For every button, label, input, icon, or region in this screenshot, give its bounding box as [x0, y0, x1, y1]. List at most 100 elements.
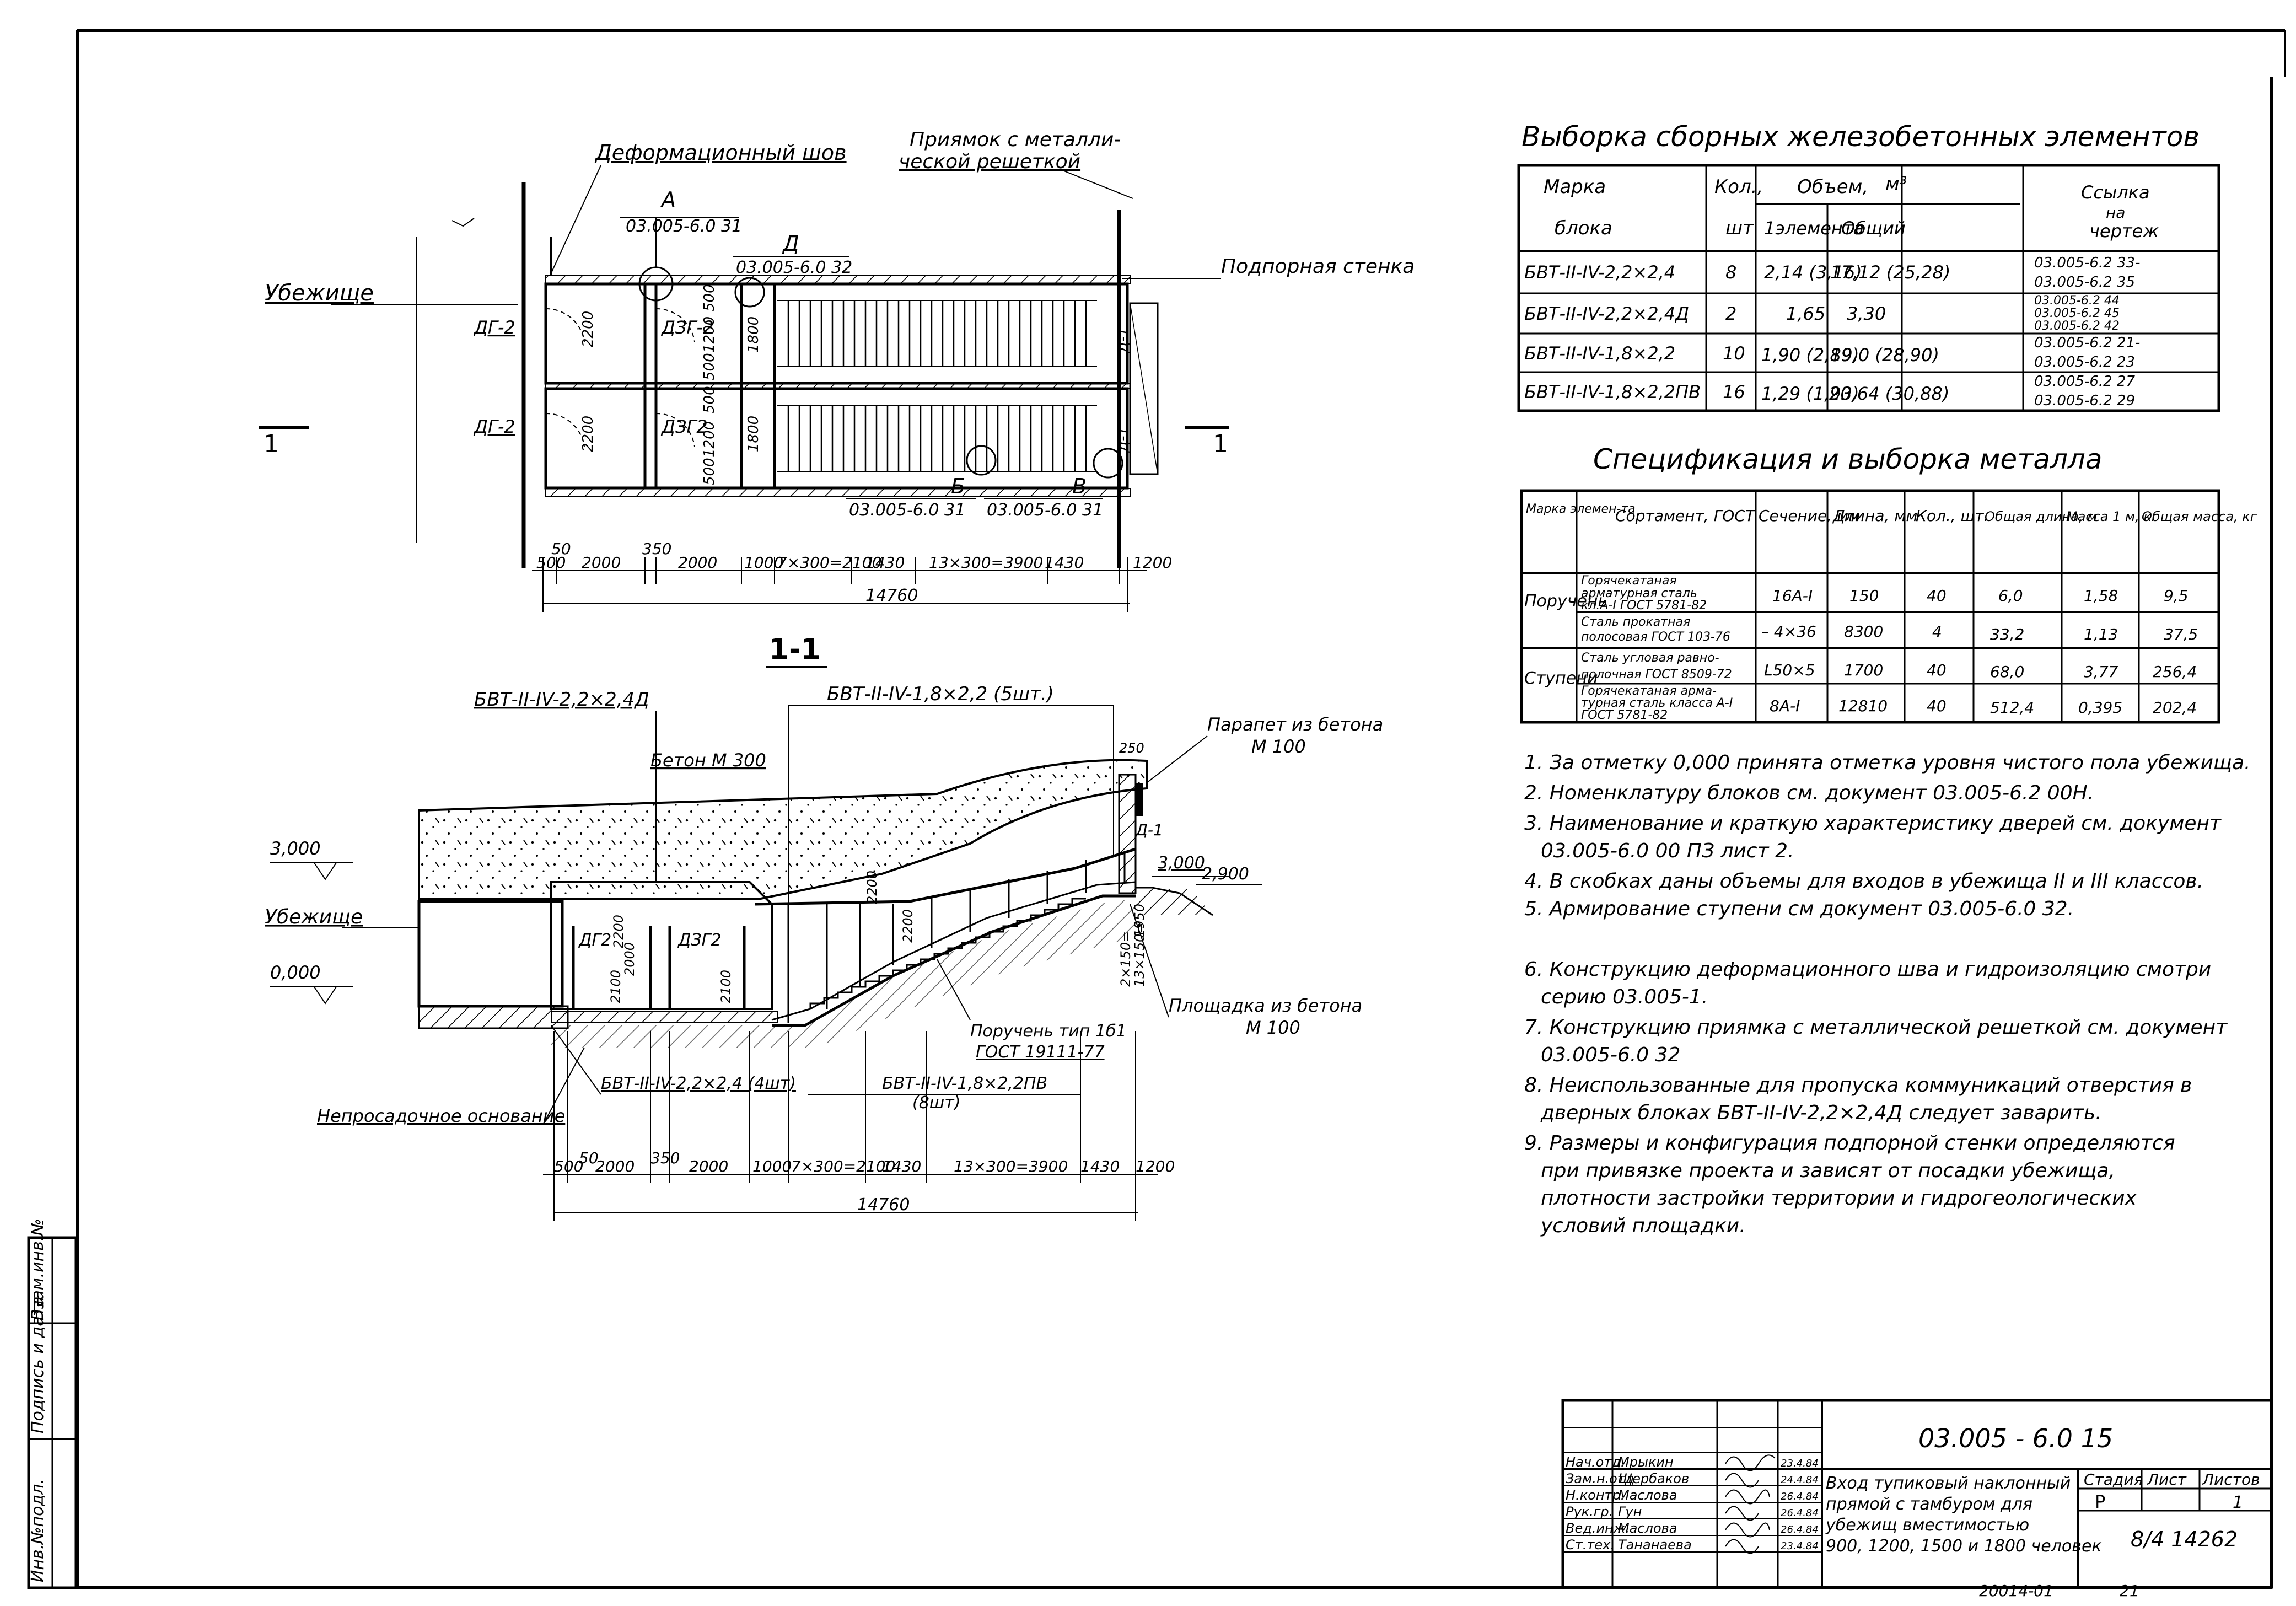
t2-cell: 8А-I: [1770, 697, 1800, 715]
t1-header: Объем,: [1797, 176, 1868, 198]
section-dim: 13×300=3900: [954, 1157, 1068, 1175]
t1-header: Марка: [1544, 176, 1606, 198]
t2-cell: 68,0: [1990, 663, 2024, 681]
t1-header: м³: [1885, 173, 1907, 195]
plan-dim: 350: [642, 540, 671, 558]
t1-cell-vol: 1,65: [1786, 303, 1825, 324]
t1-cell-ref: 03.005-6.2 44: [2034, 294, 2120, 308]
table2-title: Спецификация и выборка металла: [1593, 443, 2103, 475]
t2-sort: турная сталь класса А-I: [1581, 696, 1733, 710]
plan-inner-dim: 500: [701, 386, 718, 413]
sign-name: Маслова: [1618, 1521, 1677, 1536]
t2-cell: 4: [1932, 622, 1942, 641]
door-mark: ДЗГ-2: [660, 317, 714, 338]
section-block-b: БВТ-II-IV-1,8×2,2 (5шт.): [827, 683, 1054, 705]
section-vdim: 2100: [608, 970, 623, 1003]
t2-cell: 0,395: [2078, 699, 2122, 717]
plan-dim: 7×300=2100: [777, 554, 881, 572]
t2-sort: кл.А-I ГОСТ 5781-82: [1581, 599, 1707, 613]
door-mark: Д-1: [1115, 327, 1131, 353]
plan-dim: 1000: [744, 554, 783, 572]
t1-header: на: [2106, 203, 2125, 222]
section-door: Д-1: [1134, 821, 1163, 839]
section-base: Непросадочное основание: [317, 1105, 565, 1126]
t2-sort: полосовая ГОСТ 103-76: [1581, 630, 1730, 644]
callout-b-letter: Б: [951, 474, 965, 498]
t2-header: Сечение, мм: [1759, 507, 1860, 525]
plan-dim: 1430: [865, 554, 905, 572]
t2-cell: 6,0: [1998, 587, 2023, 605]
t2-group-mark: Ступени: [1524, 669, 1598, 688]
table1-title: Выборка сборных железобетонных элементов: [1521, 121, 2200, 153]
t2-sort: ГОСТ 5781-82: [1581, 708, 1668, 722]
sign-date: 24.4.84: [1781, 1474, 1819, 1486]
t1-cell-mark: БВТ-II-IV-2,2×2,4Д: [1524, 303, 1689, 324]
t2-cell: 12810: [1838, 697, 1888, 715]
table-precast-elements: Выборка сборных железобетонных элементов…: [1517, 121, 2220, 412]
doc-title-1: Вход тупиковый наклонный: [1826, 1474, 2071, 1493]
t1-cell-ref: 03.005-6.2 33-: [2034, 255, 2140, 271]
door-mark: ДГ-2: [473, 317, 515, 338]
section-title: 1-1: [769, 633, 821, 666]
t1-cell-qty: 8: [1725, 262, 1736, 283]
section-vdim: 2100: [718, 970, 734, 1003]
section-dim: 1200: [1136, 1157, 1175, 1175]
plan-inner-dim: 1800: [745, 316, 762, 353]
section-block-d-qty: (8шт): [912, 1093, 960, 1113]
t2-cell: 202,4: [2153, 699, 2197, 717]
t2-cell: 1700: [1844, 661, 1883, 679]
plan-dim: 50: [551, 540, 571, 558]
door-mark: ДЗГ2: [660, 416, 708, 437]
note-line: при привязке проекта и зависят от посадк…: [1541, 1159, 2115, 1182]
sign-date: 26.4.84: [1781, 1507, 1819, 1519]
t1-cell-ref: 03.005-6.2 45: [2034, 307, 2120, 320]
note-line: дверных блоках БВТ-II-IV-2,2×2,4Д следуе…: [1540, 1102, 2102, 1124]
note-line: 4. В скобках даны объемы для входов в уб…: [1524, 870, 2203, 893]
t2-sort: Горячекатаная арма-: [1581, 684, 1717, 698]
t1-cell-vol: 3,30: [1847, 303, 1886, 324]
detail-circle-d: [734, 277, 765, 308]
t1-header: Ссылка: [2081, 182, 2150, 203]
t2-cell: 16А-I: [1772, 587, 1813, 605]
sign-role: Нач.отд.: [1566, 1454, 1625, 1470]
plan-total: 14760: [865, 586, 918, 605]
callout-a-letter: А: [660, 187, 676, 212]
t1-cell-mark: БВТ-II-IV-1,8×2,2ПВ: [1524, 382, 1701, 402]
t2-cell: 1,13: [2084, 625, 2118, 643]
note-line: плотности застройки территории и гидроге…: [1541, 1187, 2137, 1210]
plan-inner-dim: 2200: [580, 416, 596, 452]
sheets-label: Листов: [2202, 1470, 2260, 1489]
t2-cell: 8300: [1844, 622, 1883, 641]
t1-cell-mark: БВТ-II-IV-1,8×2,2: [1524, 343, 1675, 364]
t2-cell: 512,4: [1990, 699, 2034, 717]
section-dim: 1000: [752, 1157, 792, 1175]
section-dim: 7×300=2100: [791, 1157, 895, 1175]
plan-pit-2: ческой решеткой: [899, 151, 1080, 173]
section-platform-2: М 100: [1246, 1017, 1300, 1038]
note-line: 9. Размеры и конфигурация подпорной стен…: [1524, 1132, 2175, 1154]
plan-deform-joint: Деформационный шов: [594, 141, 847, 165]
t1-cell-ref: 03.005-6.2 29: [2034, 393, 2135, 409]
sign-name: Щербаков: [1618, 1471, 1689, 1486]
t1-cell-vol: 19,0 (28,90): [1830, 345, 1939, 366]
stamp-text-1: Инв.№подл.: [28, 1479, 47, 1582]
notes: 1. За отметку 0,000 принята отметка уров…: [1524, 751, 2250, 1237]
t1-cell-vol: 20,64 (30,88): [1829, 383, 1949, 404]
note-line: 2. Номенклатуру блоков см. документ 03.0…: [1524, 782, 2094, 804]
t1-cell-qty: 10: [1723, 343, 1745, 364]
section-platform-1: Площадка из бетона: [1169, 995, 1362, 1016]
note-line: 03.005-6.0 32: [1541, 1044, 1680, 1066]
note-line: 6. Конструкцию деформационного шва и гид…: [1524, 958, 2211, 981]
plan-dim: 1430: [1045, 554, 1084, 572]
plan-view: 1 1 Деформационный шов Приямок с металли…: [259, 128, 1415, 612]
door-mark: ДГ-2: [473, 416, 515, 437]
t2-cell: 256,4: [2153, 663, 2197, 681]
t2-cell: 40: [1927, 697, 1947, 715]
sign-date: 26.4.84: [1781, 1524, 1819, 1535]
stage-value: Р: [2095, 1491, 2105, 1512]
t2-cell: 40: [1927, 661, 1947, 679]
section-vdim: 2000: [622, 942, 637, 976]
section-door: ДГ2: [578, 931, 611, 950]
sign-role: Вед.инж.: [1566, 1521, 1630, 1536]
